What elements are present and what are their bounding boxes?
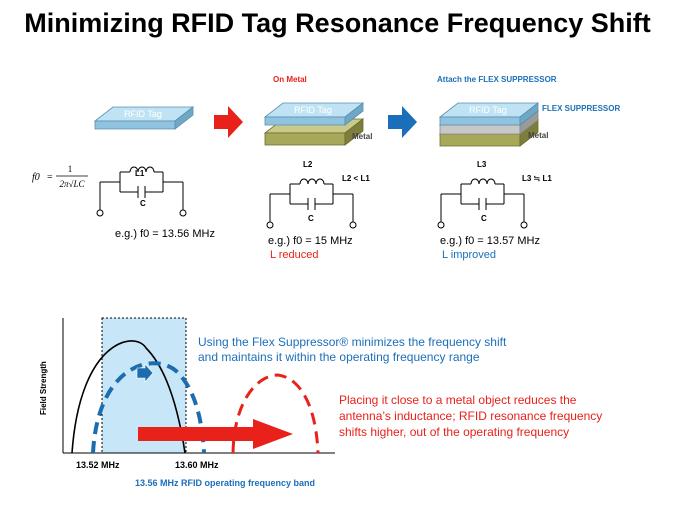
on-metal-label: On Metal bbox=[273, 75, 307, 84]
resonance-curve-original bbox=[71, 340, 186, 454]
terminal-icon bbox=[349, 221, 357, 229]
example-1: e.g.) f0 = 13.56 MHz bbox=[115, 228, 215, 240]
right-arrow-red-icon bbox=[214, 106, 243, 138]
inductor-icon bbox=[129, 166, 155, 173]
flex-text-line-1: Using the Flex Suppressor® minimizes the… bbox=[198, 335, 507, 349]
capacitor-label-2: C bbox=[308, 214, 314, 223]
metal-label-3: Metal bbox=[528, 131, 548, 140]
resonance-formula: f0 = 1 2π√LC bbox=[32, 164, 88, 189]
svg-text:=: = bbox=[47, 172, 53, 183]
right-arrow-blue-icon bbox=[388, 106, 417, 138]
shift-arrow-small-icon bbox=[136, 363, 154, 383]
metal-label-2: Metal bbox=[352, 132, 372, 141]
example-3: e.g.) f0 = 13.57 MHz bbox=[440, 235, 540, 247]
tag-block-1: RFID Tag bbox=[93, 106, 195, 130]
note-3: L improved bbox=[442, 249, 496, 261]
terminal-icon bbox=[520, 221, 528, 229]
example-2: e.g.) f0 = 15 MHz bbox=[268, 235, 353, 247]
terminal-icon bbox=[179, 209, 187, 217]
flex-suppressor-label: FLEX SUPPRESSOR bbox=[542, 104, 620, 113]
inductor-icon bbox=[299, 178, 325, 185]
tag-block-3: RFID Tag FLEX SUPPRESSOR Metal bbox=[438, 102, 620, 147]
inductor-label-2: L2 bbox=[303, 160, 313, 169]
terminal-icon bbox=[96, 209, 104, 217]
frequency-graph: Field Strength 13.52 MHz 13.60 MHz 13.56… bbox=[39, 317, 335, 488]
inductor-icon bbox=[470, 178, 496, 185]
metal-text-line-3: shifts higher, out of the operating freq… bbox=[339, 425, 569, 439]
tag-label-2: RFID Tag bbox=[294, 105, 332, 115]
y-axis-label: Field Strength bbox=[39, 361, 48, 415]
capacitor-label-3: C bbox=[481, 214, 487, 223]
lc-circuit-1 bbox=[96, 166, 187, 217]
flex-text-line-2: and maintains it within the operating fr… bbox=[198, 350, 480, 364]
frequency-shift-arrow-icon bbox=[138, 419, 293, 449]
capacitor-label-1: C bbox=[140, 199, 146, 208]
relation-label-3: L3 ≒ L1 bbox=[522, 174, 552, 183]
relation-label-2: L2 < L1 bbox=[342, 174, 370, 183]
band-caption: 13.56 MHz RFID operating frequency band bbox=[135, 478, 315, 488]
note-2: L reduced bbox=[270, 249, 319, 261]
terminal-icon bbox=[437, 221, 445, 229]
attach-label: Attach the FLEX SUPPRESSOR bbox=[437, 75, 557, 84]
tag-label-3: RFID Tag bbox=[469, 105, 507, 115]
lc-circuit-2 bbox=[266, 178, 357, 229]
metal-explanation: Placing it close to a metal object reduc… bbox=[339, 393, 602, 439]
metal-text-line-2: antenna’s inductance; RFID resonance fre… bbox=[339, 409, 602, 423]
x-label-left: 13.52 MHz bbox=[76, 460, 120, 470]
formula-denominator: 2π√LC bbox=[60, 179, 86, 189]
resonance-curve-flex bbox=[91, 361, 206, 454]
tag-label-1: RFID Tag bbox=[124, 109, 162, 119]
inductor-label-3: L3 bbox=[477, 160, 487, 169]
resonance-curve-metal bbox=[231, 373, 320, 454]
slide-title: Minimizing RFID Tag Resonance Frequency … bbox=[24, 8, 651, 38]
formula-lhs: f0 bbox=[32, 172, 40, 183]
lc-circuit-3 bbox=[437, 178, 528, 229]
formula-numerator: 1 bbox=[68, 164, 73, 174]
terminal-icon bbox=[266, 221, 274, 229]
flex-explanation: Using the Flex Suppressor® minimizes the… bbox=[198, 335, 507, 364]
tag-block-2: RFID Tag Metal bbox=[263, 102, 372, 146]
inductor-label-1: L1 bbox=[135, 169, 145, 178]
metal-text-line-1: Placing it close to a metal object reduc… bbox=[339, 393, 577, 407]
x-label-right: 13.60 MHz bbox=[175, 460, 219, 470]
